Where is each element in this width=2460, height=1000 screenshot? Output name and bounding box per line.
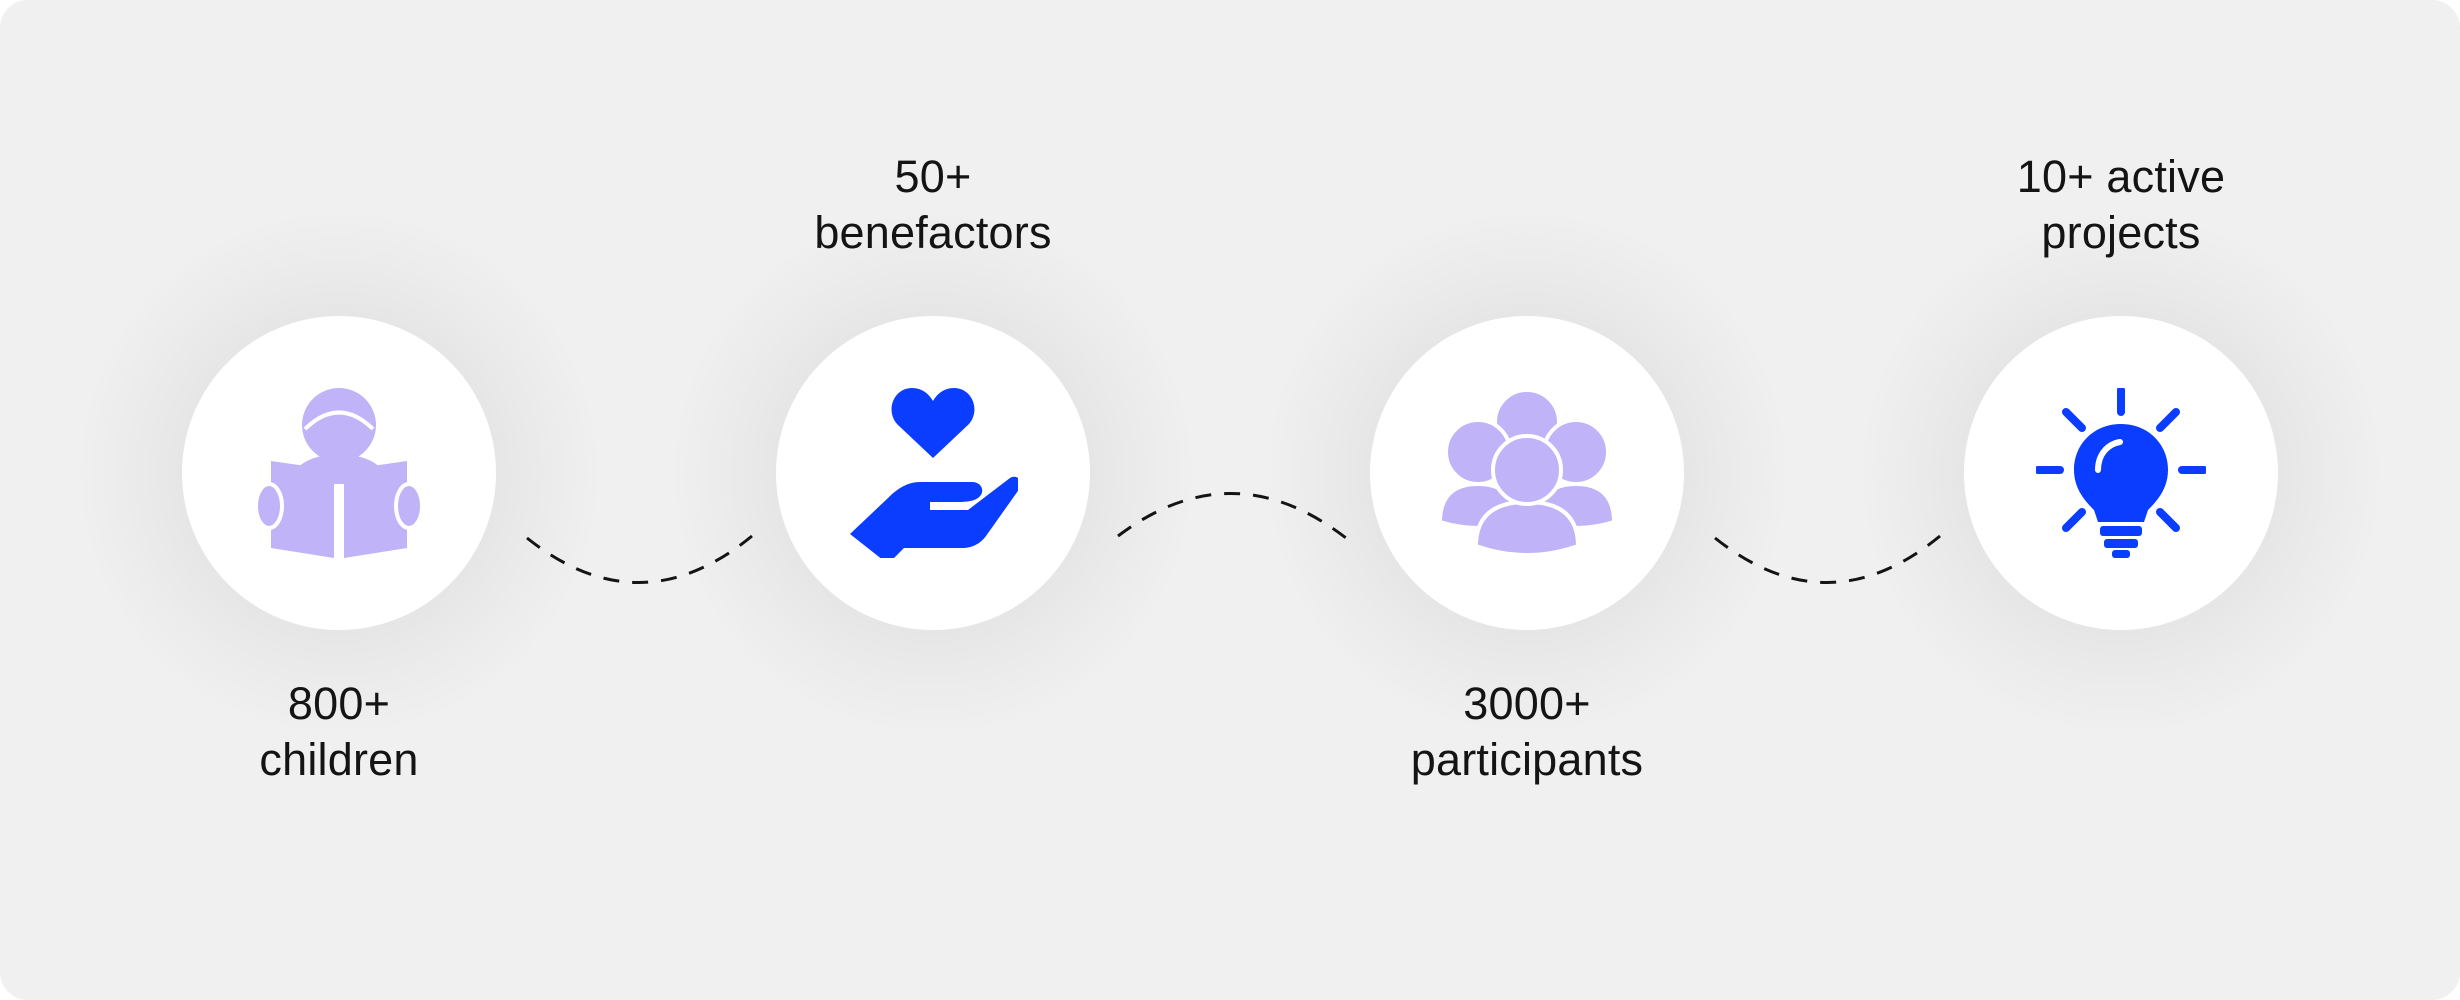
- stat-caption: projects: [2041, 207, 2201, 258]
- stat-label-benefactors: 50+ benefactors: [743, 149, 1123, 261]
- stat-label-children: 800+ children: [149, 676, 529, 788]
- stat-value: 800+: [287, 678, 391, 729]
- stat-circle: [1964, 316, 2278, 630]
- connector-2: [1117, 492, 1347, 540]
- stat-participants: [1260, 206, 1794, 740]
- lightbulb-icon: [2036, 388, 2206, 558]
- stat-caption: children: [259, 734, 419, 785]
- stat-projects: [1854, 206, 2388, 740]
- connector-3: [1714, 534, 1941, 584]
- stat-label-participants: 3000+ participants: [1337, 676, 1717, 788]
- stat-children: [72, 206, 606, 740]
- stat-value: 10+ active: [2016, 151, 2226, 202]
- stat-value: 50+: [894, 151, 972, 202]
- stat-label-projects: 10+ active projects: [1931, 149, 2311, 261]
- stat-circle: [1370, 316, 1684, 630]
- reading-child-icon: [254, 388, 424, 558]
- hand-heart-icon: [850, 388, 1018, 558]
- stat-circle: [182, 316, 496, 630]
- connector-1: [526, 534, 753, 584]
- stat-caption: participants: [1410, 734, 1644, 785]
- stat-value: 3000+: [1463, 678, 1591, 729]
- stat-circle: [776, 316, 1090, 630]
- stat-caption: benefactors: [814, 207, 1052, 258]
- people-group-icon: [1442, 388, 1612, 557]
- stat-benefactors: [666, 206, 1200, 740]
